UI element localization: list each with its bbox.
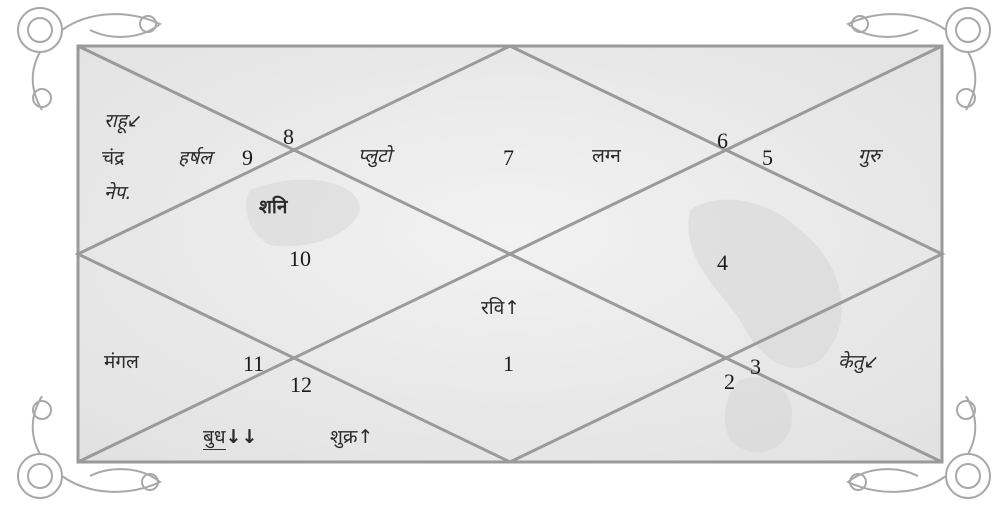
house-number-7: 7 [503, 147, 514, 169]
up-arrow-icon: ↑ [358, 426, 374, 448]
house-number-5: 5 [762, 147, 773, 169]
planet-rahu: राहू↙ [104, 112, 143, 131]
house-number-11: 11 [243, 353, 264, 375]
house-number-10: 10 [289, 248, 311, 270]
house-number-4: 4 [717, 252, 728, 274]
house-number-1: 1 [503, 353, 514, 375]
planet-mangal: मंगल [104, 353, 139, 372]
house-number-6: 6 [717, 130, 728, 152]
planet-lagna: लग्न [592, 147, 621, 166]
retrograde-arrow-icon: ↙ [863, 351, 879, 373]
house-number-9: 9 [242, 147, 253, 169]
planet-pluto: प्लुटो [358, 147, 392, 166]
planet-harshal: हर्षल [178, 149, 212, 168]
double-down-arrow-icon: ↓↓ [226, 426, 258, 448]
planet-shani: शनि [259, 198, 287, 217]
planet-budh: बुध↓↓ [203, 428, 257, 447]
house-number-3: 3 [750, 356, 761, 378]
house-number-2: 2 [724, 371, 735, 393]
planet-neptune: नेप. [104, 184, 131, 203]
retrograde-arrow-icon: ↙ [127, 110, 143, 132]
planet-ketu: केतु↙ [838, 353, 879, 372]
planet-guru: गुरु [858, 147, 880, 166]
planet-shukra: शुक्र↑ [330, 428, 373, 447]
planet-ravi: रवि↑ [481, 299, 520, 318]
planet-chandra: चंद्र [102, 149, 124, 168]
house-number-12: 12 [290, 374, 312, 396]
house-number-8: 8 [283, 126, 294, 148]
up-arrow-icon: ↑ [504, 297, 520, 319]
